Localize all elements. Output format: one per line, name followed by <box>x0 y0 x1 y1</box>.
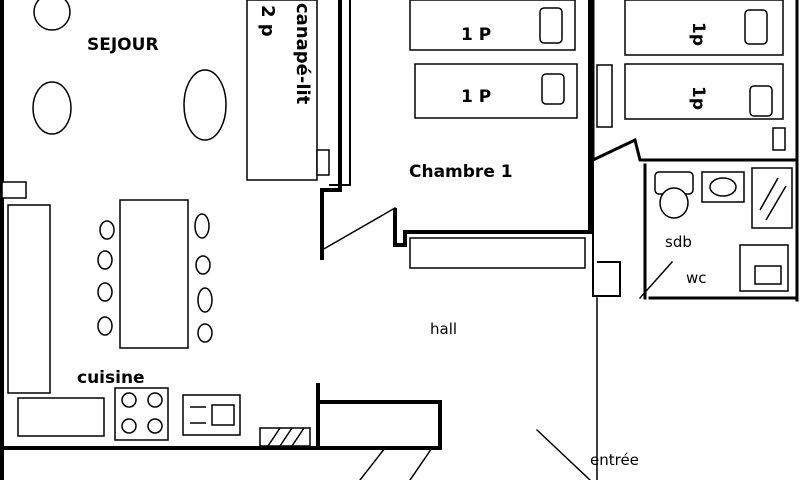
label-bed-c: 1p <box>688 22 708 46</box>
chair-r4 <box>197 323 213 343</box>
shower <box>751 167 793 229</box>
wall-sejour-bedroom-inner <box>329 0 351 186</box>
oven-window <box>211 404 235 426</box>
chair-r2 <box>195 255 211 275</box>
wall-sejour-bedroom <box>320 0 342 260</box>
furniture <box>1 0 793 447</box>
chair-l1 <box>99 220 115 240</box>
hatch-1 <box>267 427 281 447</box>
bedroom2-wardrobe <box>596 64 613 128</box>
shower-line-2 <box>765 185 787 221</box>
armchair-right <box>183 69 227 141</box>
label-kitchen: cuisine <box>77 368 145 388</box>
closet-door-leaf-2 <box>409 446 434 480</box>
entrance-door-leaf <box>535 428 592 480</box>
kitchen-counter-left <box>7 204 51 394</box>
washer-door <box>754 265 782 285</box>
wardrobe <box>409 237 586 269</box>
wall-bedroom-bottom <box>393 0 592 247</box>
toilet-bowl <box>659 187 689 219</box>
label-toilet: wc <box>686 269 707 287</box>
burner-4 <box>147 418 163 434</box>
closet-door-leaf <box>359 446 387 480</box>
label-sofa-bed: canapé-lit <box>292 3 313 105</box>
bath-door-leaf <box>638 260 674 300</box>
armchair-top <box>33 0 71 31</box>
label-entrance: entrée <box>590 451 639 469</box>
chair-r1 <box>194 213 210 239</box>
sofa-bed-arm <box>316 149 330 176</box>
label-bed-b: 1 P <box>461 87 491 107</box>
pillow-c <box>744 9 768 45</box>
pillow-d <box>749 85 773 117</box>
hatch-3 <box>291 427 305 447</box>
basin-bowl <box>709 177 737 197</box>
bedroom2-door <box>592 161 621 297</box>
burner-2 <box>147 392 163 408</box>
wall-kitchen-closet <box>316 383 442 450</box>
chair-l4 <box>97 316 113 336</box>
label-sofa-capacity: 2 p <box>257 5 278 37</box>
chair-l3 <box>97 282 113 302</box>
label-sejour: SEJOUR <box>87 35 159 55</box>
label-bathroom: sdb <box>665 233 692 251</box>
dining-table <box>119 199 189 349</box>
hatched-duct <box>259 427 311 447</box>
burner-3 <box>121 418 137 434</box>
label-bed-d: 1p <box>688 86 708 110</box>
kitchen-sink-counter <box>17 397 105 437</box>
shower-line-1 <box>759 177 779 211</box>
label-bedroom: Chambre 1 <box>409 162 513 182</box>
nightstand <box>772 127 786 151</box>
sofa-bed <box>246 0 318 181</box>
bedroom-door-leaf <box>320 206 397 252</box>
wall-bedroom2 <box>591 0 797 163</box>
burner-1 <box>121 392 137 408</box>
label-bed-a: 1 P <box>461 25 491 45</box>
chair-r3 <box>197 287 213 313</box>
pillow-a <box>539 7 563 44</box>
label-hall: hall <box>430 320 457 338</box>
armchair-left <box>32 81 72 135</box>
pillow-b <box>541 73 565 105</box>
chair-l2 <box>97 250 113 270</box>
cupboard-small <box>1 181 27 199</box>
hatch-2 <box>279 427 293 447</box>
